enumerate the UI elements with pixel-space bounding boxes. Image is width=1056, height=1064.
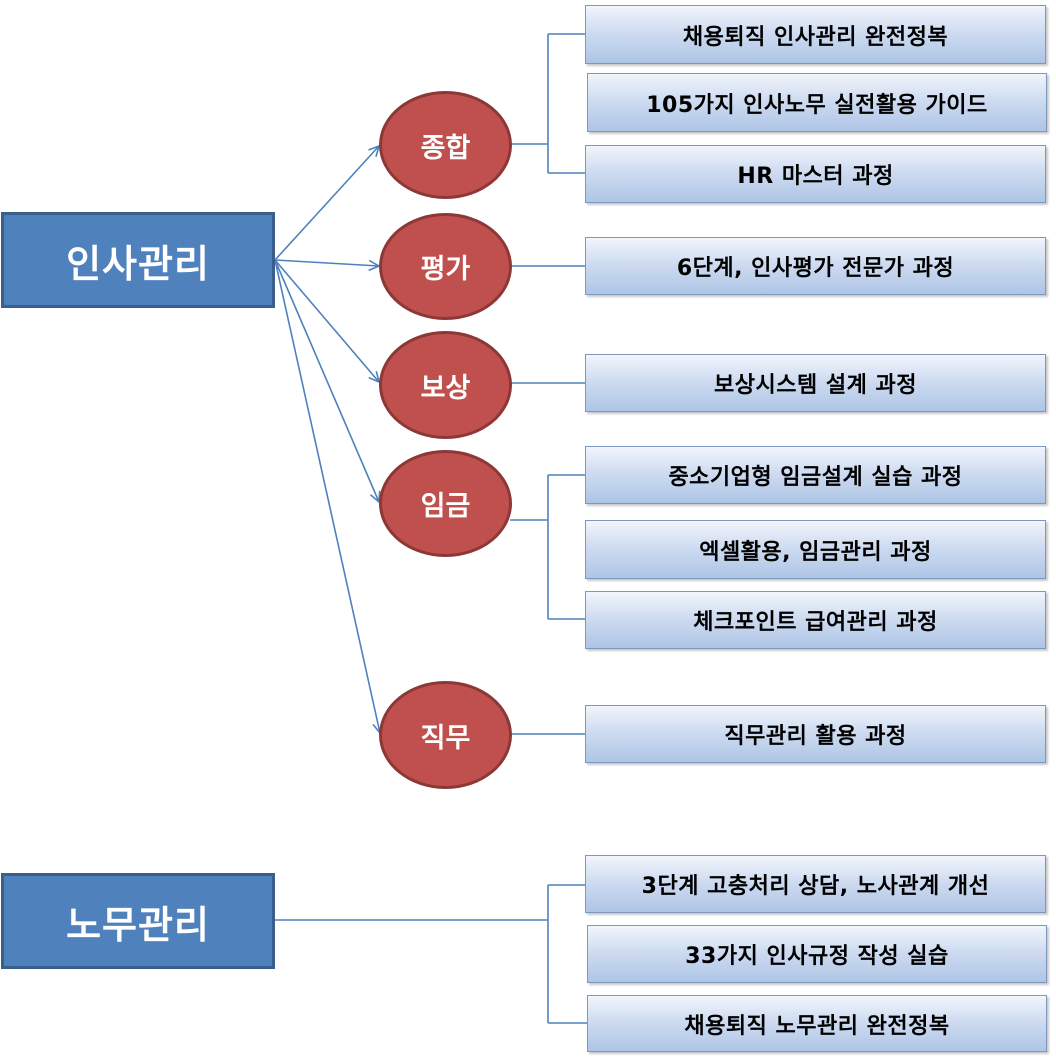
course-box: 33가지 인사규정 작성 실습 (587, 925, 1047, 983)
arrow-to-general (274, 146, 379, 261)
category-evaluation: 평가 (379, 213, 512, 320)
category-wage: 임금 (379, 450, 512, 557)
course-box: 3단계 고충처리 상담, 노사관계 개선 (585, 855, 1046, 913)
course-box: 105가지 인사노무 실전활용 가이드 (587, 73, 1047, 132)
course-box: 채용퇴직 노무관리 완전정복 (587, 995, 1047, 1052)
arrow-to-compensation (274, 259, 379, 382)
course-box: 채용퇴직 인사관리 완전정복 (585, 5, 1046, 64)
bracket-general (510, 33, 585, 174)
arrow-to-evaluation (274, 259, 379, 266)
course-box: 직무관리 활용 과정 (585, 705, 1046, 763)
arrow-to-job (274, 259, 380, 733)
arrow-to-wage (274, 259, 379, 502)
category-compensation: 보상 (379, 331, 512, 439)
course-box: HR 마스터 과정 (585, 145, 1046, 203)
course-box: 체크포인트 급여관리 과정 (585, 591, 1046, 649)
root-node-labor: 노무관리 (1, 873, 275, 969)
bracket-wage (510, 474, 585, 620)
course-box: 중소기업형 임금설계 실습 과정 (585, 446, 1046, 504)
course-box: 보상시스템 설계 과정 (585, 354, 1046, 412)
course-box: 6단계, 인사평가 전문가 과정 (585, 237, 1046, 295)
root-node-hr: 인사관리 (1, 212, 275, 308)
category-general: 종합 (379, 91, 512, 199)
category-job: 직무 (379, 681, 512, 789)
course-box: 엑셀활용, 임금관리 과정 (585, 520, 1046, 579)
bracket-labor (275, 884, 587, 1024)
